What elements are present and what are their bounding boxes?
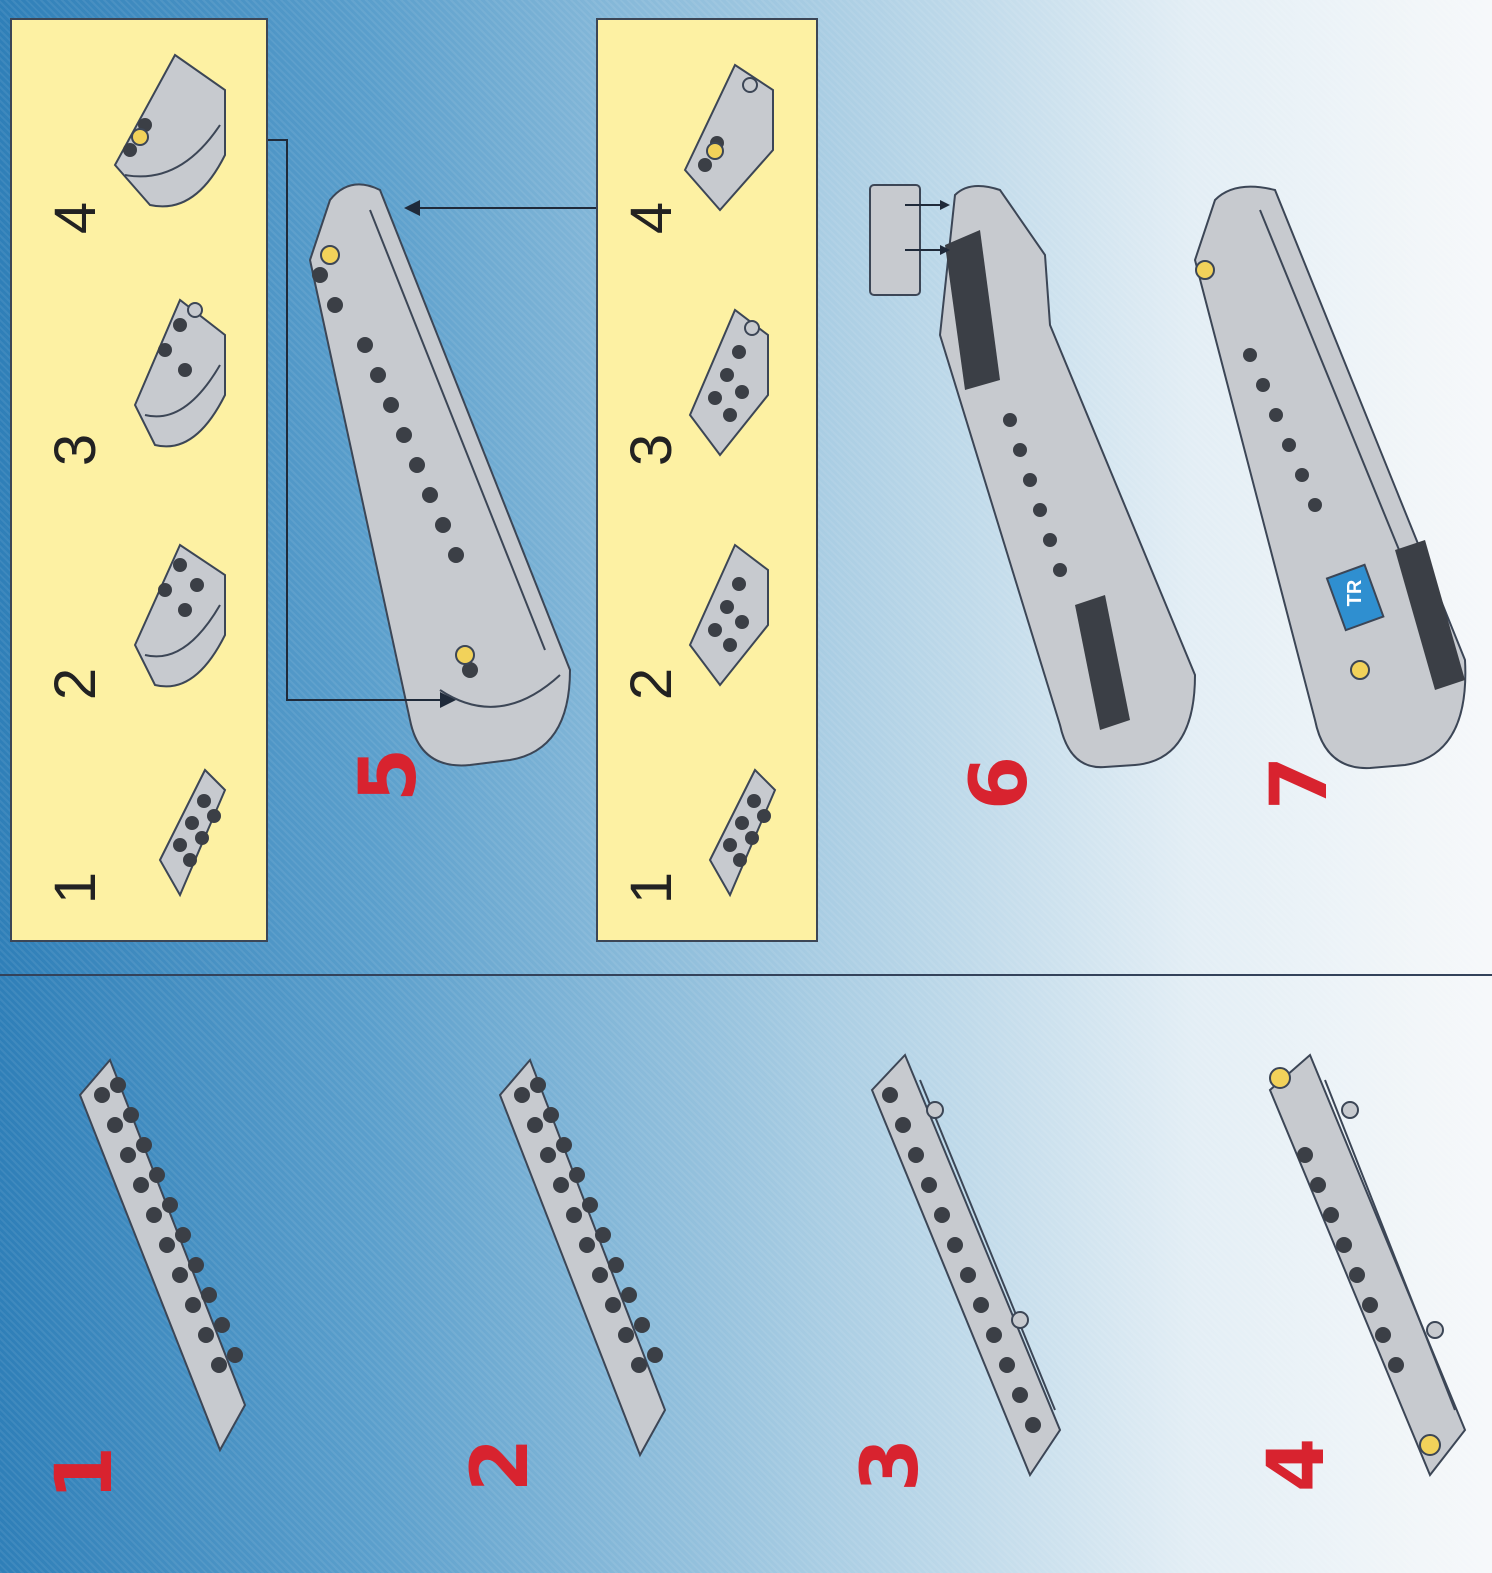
subassembly-rear-step-1: 1 [619, 871, 684, 905]
rear-subassembly-step2-icon [680, 535, 775, 695]
locomotive-step6-icon [860, 175, 1205, 770]
plate-2x3-rear-icon [700, 765, 780, 900]
subassembly-front-step-3: 3 [43, 433, 108, 467]
subassembly-rear-step-4: 4 [619, 201, 684, 235]
cab-subassembly-step3-icon [125, 290, 235, 460]
subassembly-front-step-2: 2 [43, 667, 108, 701]
small-arrows-icon [900, 190, 950, 260]
plate-with-yellow-studs-step4-icon [1255, 1050, 1475, 1480]
cab-subassembly-step4-icon [100, 45, 235, 220]
rear-subassembly-step3-icon [680, 300, 775, 465]
plate-2x12-icon [70, 1055, 255, 1455]
tr-sticker-label: TR [1344, 579, 1366, 607]
subassembly-front-step-1: 1 [43, 871, 108, 905]
plate-2x3-icon [150, 765, 230, 900]
subassembly-rear-step-2: 2 [619, 667, 684, 701]
plate-stack-step2-icon [490, 1055, 675, 1460]
rear-subassembly-step4-icon [675, 55, 780, 220]
subassembly-front-step-4: 4 [43, 201, 108, 235]
plate-with-clips-step3-icon [860, 1050, 1070, 1480]
locomotive-step7-icon [1185, 180, 1480, 770]
cab-subassembly-step2-icon [125, 535, 235, 700]
section-divider [0, 974, 1492, 976]
locomotive-base-step5-icon [290, 170, 580, 770]
subassembly-rear-step-3: 3 [619, 433, 684, 467]
